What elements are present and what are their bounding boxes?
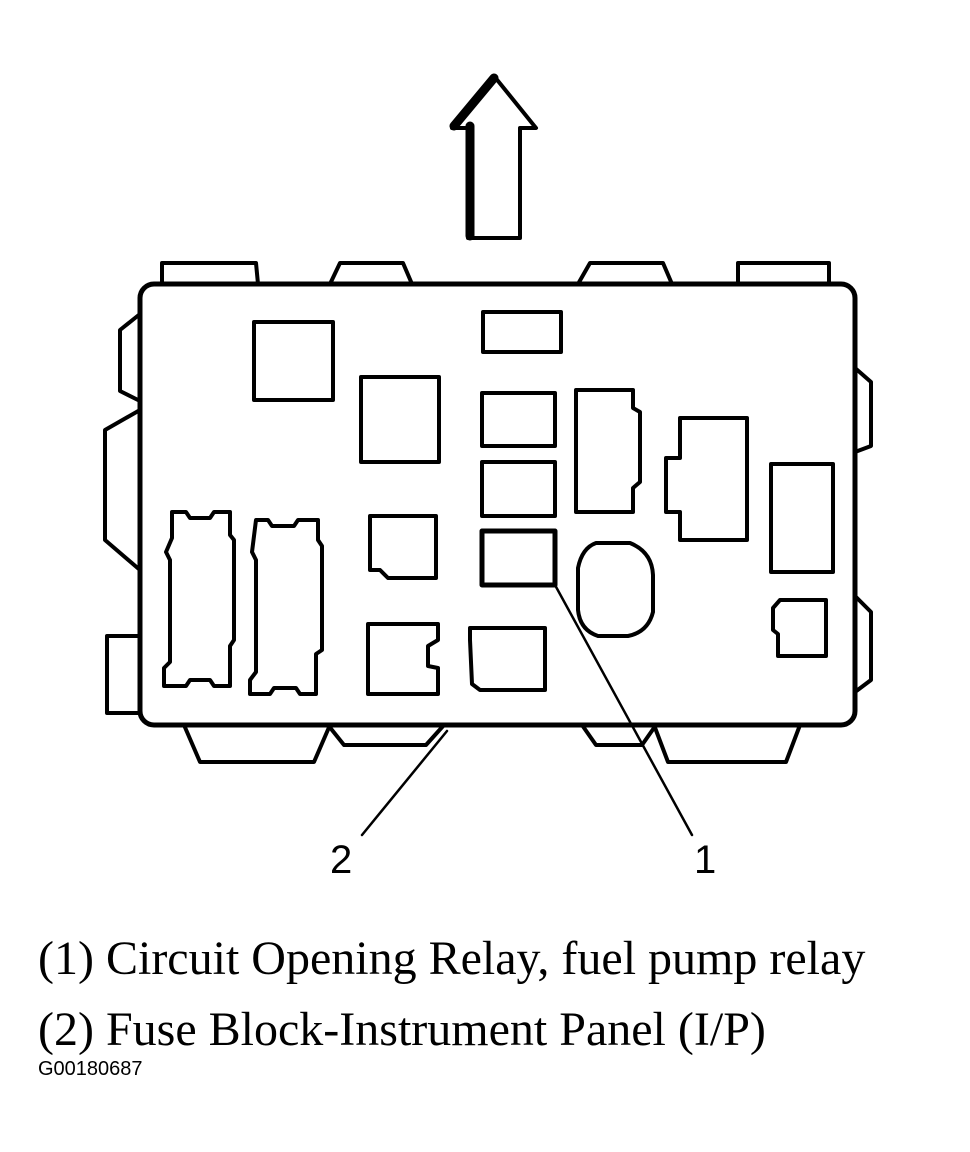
connector-center	[368, 514, 438, 580]
callout-1-number: 1	[694, 838, 716, 882]
connector-oval	[576, 541, 655, 638]
top-mounting-tabs	[160, 261, 831, 286]
maxi-fuse-right	[248, 518, 324, 696]
callout-1-leader	[553, 583, 694, 837]
legend-item-2: (2) Fuse Block-Instrument Panel (I/P)	[38, 1003, 766, 1056]
relay-socket-center-left	[359, 375, 441, 464]
relay-socket-middle	[480, 460, 557, 518]
relay-socket-upper-left	[252, 320, 335, 402]
left-mounting-tabs	[103, 312, 142, 715]
fuse-slot-right	[769, 462, 835, 574]
callout-2-number: 2	[330, 838, 352, 882]
callout-2-leader	[360, 729, 449, 837]
connector-small-right	[771, 598, 828, 658]
connector-lower-center	[366, 622, 440, 696]
relay-socket-right	[664, 416, 749, 542]
figure-id: G00180687	[38, 1058, 143, 1080]
fuse-slot-top	[481, 310, 563, 354]
relay-socket-tall	[574, 388, 642, 514]
legend-item-1: (1) Circuit Opening Relay, fuel pump rel…	[38, 932, 866, 985]
relay-socket	[479, 528, 558, 588]
maxi-fuse-left	[162, 510, 236, 688]
bottom-mounting-tabs	[182, 723, 802, 764]
right-mounting-tabs	[853, 366, 873, 694]
fuse-block-housing	[137, 281, 858, 728]
direction-arrow	[449, 73, 538, 241]
connector-lower-mid	[468, 626, 547, 692]
relay-socket-upper	[480, 391, 557, 448]
